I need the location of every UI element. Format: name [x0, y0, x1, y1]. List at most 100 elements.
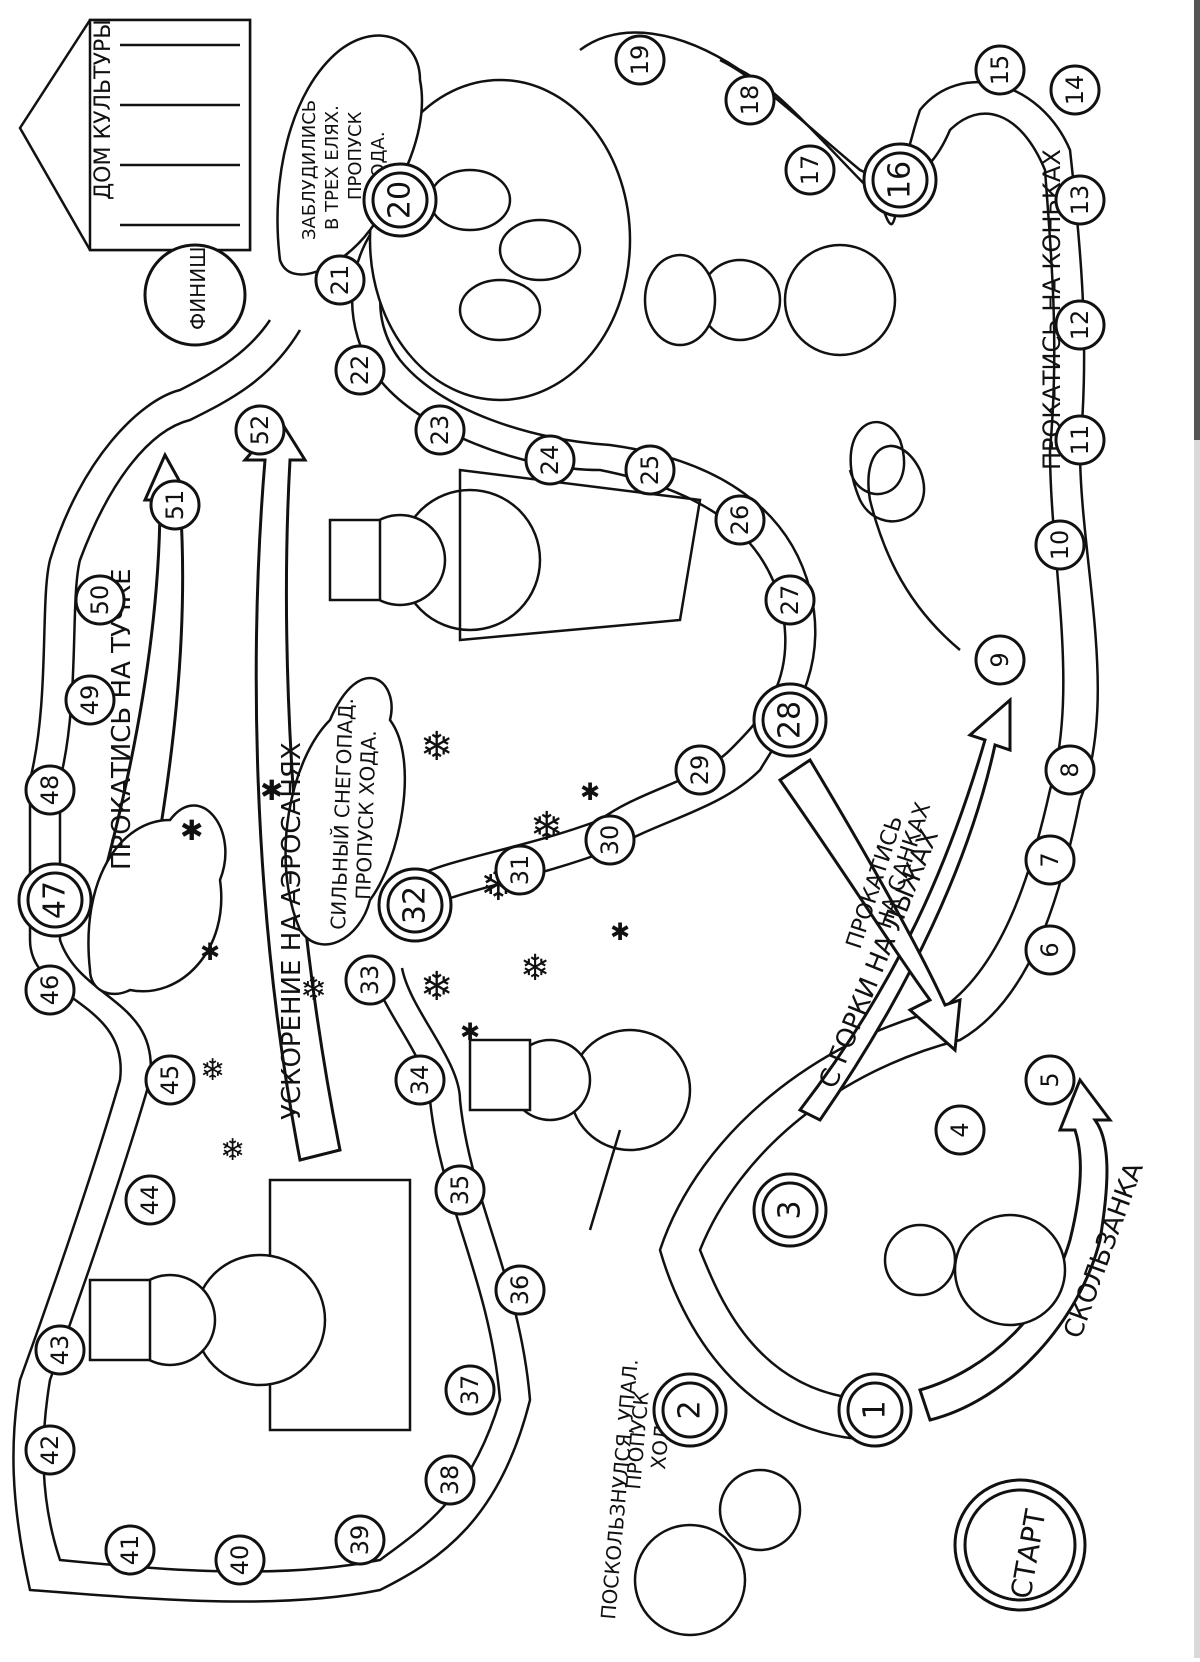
board-cell-39[interactable]: 39 — [334, 1514, 386, 1566]
board-cell-number: 23 — [426, 415, 454, 446]
board-cell-23[interactable]: 23 — [414, 404, 466, 456]
board-cell-13[interactable]: 13 — [1054, 174, 1106, 226]
snowman-skier — [468, 1028, 692, 1231]
cloud-snegopad — [284, 676, 407, 946]
label-snegopad-2: ПРОПУСК ХОДА. — [351, 730, 381, 900]
board-cell-circle — [414, 404, 466, 456]
board-cell-circle — [714, 494, 766, 546]
board-cell-number: 16 — [883, 161, 918, 199]
snowflakes: ❄ ❄ ❄ ❄ ❄ ❄ ❄ ❄ ✱ ✱ ✱ ✱ ✱ ✱ — [180, 724, 630, 1168]
board-cell-5[interactable]: 5 — [1024, 1054, 1076, 1106]
board-cell-48[interactable]: 48 — [24, 764, 76, 816]
board-cell-21[interactable]: 21 — [314, 254, 366, 306]
board-cell-7[interactable]: 7 — [1024, 834, 1076, 886]
board-cell-4[interactable]: 4 — [934, 1104, 986, 1156]
board-cell-44[interactable]: 44 — [124, 1174, 176, 1226]
board-cell-1[interactable]: 1 — [837, 1372, 913, 1448]
board-cell-number: 49 — [76, 685, 104, 716]
snowman-fallen-head — [718, 1468, 802, 1552]
track-outer — [42, 329, 502, 1573]
board-cell-circle — [144, 1054, 196, 1106]
board-cell-8[interactable]: 8 — [1044, 744, 1096, 796]
board-cell-26[interactable]: 26 — [714, 494, 766, 546]
board-cell-circle — [24, 964, 76, 1016]
finish-ring — [143, 243, 247, 347]
board-cell-25[interactable]: 25 — [624, 444, 676, 496]
snowflake-icon-9: ✱ — [260, 774, 283, 807]
board-cell-circle — [524, 434, 576, 486]
board-cell-43[interactable]: 43 — [34, 1324, 86, 1376]
board-cell-circle — [614, 34, 666, 86]
snowman-skates — [643, 243, 897, 357]
board-cell-number: 24 — [536, 445, 564, 476]
board-cell-6[interactable]: 6 — [1024, 924, 1076, 976]
board-cell-number: 21 — [326, 265, 354, 296]
board-cell-number: 52 — [246, 415, 274, 446]
scrollbar-thumb[interactable] — [1194, 0, 1200, 440]
board-cell-3[interactable]: 3 — [752, 1172, 828, 1248]
board-cell-circle — [1044, 744, 1096, 796]
board-cell-9[interactable]: 9 — [974, 634, 1026, 686]
board-cell-30[interactable]: 30 — [584, 814, 636, 866]
board-cell-14[interactable]: 14 — [1049, 64, 1101, 116]
board-cell-circle — [624, 444, 676, 496]
finish-space[interactable]: ФИНИШ — [143, 243, 247, 347]
board-cell-10[interactable]: 10 — [1034, 519, 1086, 571]
snowflake-icon-13: ✱ — [610, 918, 630, 946]
board-cell-2[interactable]: 2 — [652, 1372, 728, 1448]
board-cell-47[interactable]: 47 — [17, 862, 93, 938]
board-cell-circle — [974, 44, 1026, 96]
board-cell-16[interactable]: 16 — [862, 142, 938, 218]
board-cell-31[interactable]: 31 — [494, 844, 546, 896]
board-cell-28[interactable]: 28 — [752, 682, 828, 758]
board-cell-19[interactable]: 19 — [614, 34, 666, 86]
board-cell-17[interactable]: 17 — [784, 144, 836, 196]
board-cell-number: 9 — [986, 652, 1014, 667]
board-cell-11[interactable]: 11 — [1054, 414, 1106, 466]
board-cell-27[interactable]: 27 — [764, 574, 816, 626]
board-cell-18[interactable]: 18 — [724, 74, 776, 126]
board-cell-52[interactable]: 52 — [234, 404, 286, 456]
label-zabludilis-3: ПРОПУСК — [345, 111, 366, 200]
board-cell-32[interactable]: 32 — [377, 867, 453, 943]
board-cell-40[interactable]: 40 — [214, 1534, 266, 1586]
snowman-start — [883, 1213, 1067, 1327]
board-cell-35[interactable]: 35 — [434, 1164, 486, 1216]
scrollbar-track[interactable] — [1194, 0, 1200, 1658]
board-cell-circle — [26, 871, 84, 929]
board-cell-12[interactable]: 12 — [1054, 299, 1106, 351]
board-cell-33[interactable]: 33 — [344, 954, 396, 1006]
board-cell-22[interactable]: 22 — [334, 344, 386, 396]
finish-label: ФИНИШ — [186, 246, 210, 330]
board-cell-41[interactable]: 41 — [104, 1524, 156, 1576]
board-cell-49[interactable]: 49 — [64, 674, 116, 726]
board-cell-number: 38 — [436, 1465, 464, 1496]
board-cell-34[interactable]: 34 — [394, 1054, 446, 1106]
board-cell-37[interactable]: 37 — [444, 1364, 496, 1416]
board-cell-number: 50 — [86, 585, 114, 616]
board-cell-51[interactable]: 51 — [149, 479, 201, 531]
house-title: ДОМ КУЛЬТУРЫ — [91, 19, 116, 200]
tree-blob-3 — [458, 278, 542, 342]
board-cell-29[interactable]: 29 — [674, 744, 726, 796]
board-cell-38[interactable]: 38 — [424, 1454, 476, 1506]
board-cell-50[interactable]: 50 — [74, 574, 126, 626]
board-cell-46[interactable]: 46 — [24, 964, 76, 1016]
board-cell-42[interactable]: 42 — [24, 1424, 76, 1476]
board-cell-20[interactable]: 20 — [362, 162, 438, 238]
board-cell-15[interactable]: 15 — [974, 44, 1026, 96]
snowman-skier-bucket — [468, 1038, 532, 1112]
board-cell-number: 2 — [673, 1400, 708, 1419]
board-cell-24[interactable]: 24 — [524, 434, 576, 486]
tree-blob-2 — [498, 218, 582, 282]
board-cell-circle — [1049, 64, 1101, 116]
board-cell-circle — [1054, 174, 1106, 226]
start-space[interactable]: СТАРТ — [953, 1478, 1087, 1612]
board-cell-36[interactable]: 36 — [494, 1264, 546, 1316]
board-cell-number: 35 — [446, 1175, 474, 1206]
board-cell-number: 40 — [226, 1545, 254, 1576]
board-cell-45[interactable]: 45 — [144, 1054, 196, 1106]
board-cell-circle — [494, 1264, 546, 1316]
board-cell-number: 7 — [1036, 852, 1064, 867]
